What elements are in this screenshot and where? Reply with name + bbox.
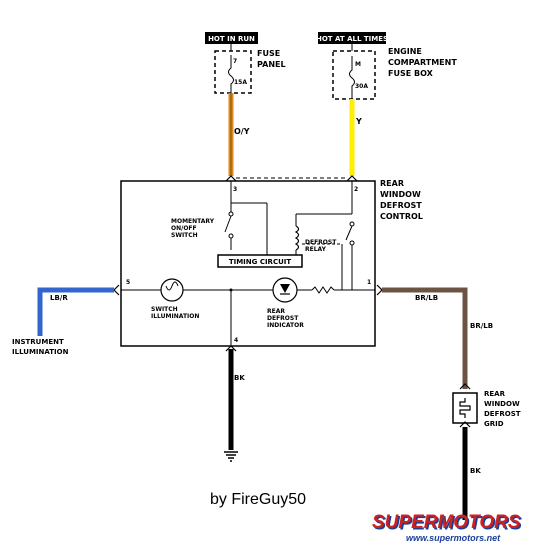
hot-at-all-times-badge <box>318 32 386 44</box>
wire-label-brlb-1: BR/LB <box>415 294 438 302</box>
grid-label-3: DEFROST <box>484 410 521 418</box>
indicator-label-1: REAR <box>267 308 285 315</box>
engine-fuse-number: M <box>355 61 361 68</box>
switch-illumination-lamp-icon <box>160 278 184 302</box>
instrument-label-1: INSTRUMENT <box>12 338 64 346</box>
pin-4-connector <box>225 345 237 352</box>
wire-label-brlb-2: BR/LB <box>470 322 493 330</box>
wire-brown-light-blue <box>382 287 468 389</box>
engine-fuse-rating: 30A <box>355 83 368 90</box>
timing-circuit-box <box>217 254 303 268</box>
pin-2-connector <box>346 175 358 182</box>
pin-5-connector <box>113 284 120 296</box>
supermotors-watermark: SUPERMOTORS SUPERMOTORS www.supermotors.… <box>372 512 522 543</box>
wire-label-bk-2: BK <box>470 467 481 475</box>
switch-label-2: ON/OFF <box>171 225 197 232</box>
indicator-label-2: DEFROST <box>267 315 299 322</box>
resistor-icon <box>311 286 335 294</box>
control-label-4: CONTROL <box>380 212 423 221</box>
relay-label-2: RELAY <box>305 246 327 253</box>
fuse-panel-label-2: PANEL <box>257 60 286 69</box>
relay-coil-icon <box>294 225 300 251</box>
wire-label-oy: O/Y <box>234 127 250 136</box>
switch-label-1: MOMENTARY <box>171 218 215 225</box>
pin-5-label: 5 <box>126 279 130 286</box>
control-label-1: REAR <box>380 179 404 188</box>
engine-fuse-label-1: ENGINE <box>388 47 422 56</box>
lamp-filament-icon <box>165 281 179 291</box>
control-module-box <box>120 180 376 347</box>
grid-label-4: GRID <box>484 420 504 428</box>
defrost-grid-box <box>452 392 478 424</box>
fuse-panel-number: 7 <box>233 58 237 65</box>
control-label-3: DEFROST <box>380 201 422 210</box>
timing-circuit-label: TIMING CIRCUIT <box>229 258 292 266</box>
wire-light-blue-red <box>37 287 114 336</box>
fuse-15a-icon <box>228 55 234 93</box>
switch-label-3: SWITCH <box>171 232 198 239</box>
engine-fuse-label-2: COMPARTMENT <box>388 58 457 67</box>
pin-1-connector <box>376 284 383 296</box>
watermark-url: www.supermotors.net <box>406 533 501 543</box>
grid-top-connector <box>459 383 471 390</box>
illum-label-2: ILLUMINATION <box>151 313 199 320</box>
fuse-30a-icon <box>349 56 355 99</box>
wire-label-y: Y <box>355 117 362 126</box>
relay-contact-bottom <box>349 240 355 246</box>
relay-blade <box>345 225 353 241</box>
author-credit: by FireGuy50 <box>210 491 306 508</box>
hot-at-all-times-text: HOT AT ALL TIMES <box>316 35 388 43</box>
relay-label-1: DEFROST <box>305 239 337 246</box>
grid-label-1: REAR <box>484 390 506 398</box>
led-diode-icon <box>280 284 290 293</box>
relay-contact-top <box>349 221 355 227</box>
wire-label-lbr: LB/R <box>50 294 68 302</box>
instrument-label-2: ILLUMINATION <box>12 348 69 356</box>
pin-3-label: 3 <box>233 186 237 193</box>
pin-2-label: 2 <box>354 186 358 193</box>
pin-4-label: 4 <box>234 337 238 344</box>
indicator-label-3: INDICATOR <box>267 322 304 329</box>
engine-fuse-box <box>332 50 376 100</box>
ground-symbol-icon <box>224 451 238 462</box>
wire-label-bk-1: BK <box>234 374 245 382</box>
switch-blade <box>224 215 232 233</box>
grid-label-2: WINDOW <box>484 400 520 408</box>
hot-in-run-text: HOT IN RUN <box>208 35 255 43</box>
fuse-panel-rating: 15A <box>234 79 247 86</box>
hot-in-run-badge <box>205 32 258 44</box>
watermark-brand-shadow: SUPERMOTORS <box>374 514 523 535</box>
fuse-panel-label-1: FUSE <box>257 49 280 58</box>
pin-3-connector <box>225 175 237 182</box>
switch-contact-top <box>228 211 234 217</box>
pin-1-label: 1 <box>367 279 371 286</box>
grid-bottom-connector <box>459 421 471 428</box>
watermark-brand: SUPERMOTORS <box>372 512 521 533</box>
switch-contact-bottom <box>228 233 234 239</box>
control-label-2: WINDOW <box>380 190 421 199</box>
heating-element-icon <box>459 398 471 418</box>
illum-label-1: SWITCH <box>151 306 178 313</box>
engine-fuse-label-3: FUSE BOX <box>388 69 434 78</box>
fuse-panel-box <box>214 50 252 94</box>
